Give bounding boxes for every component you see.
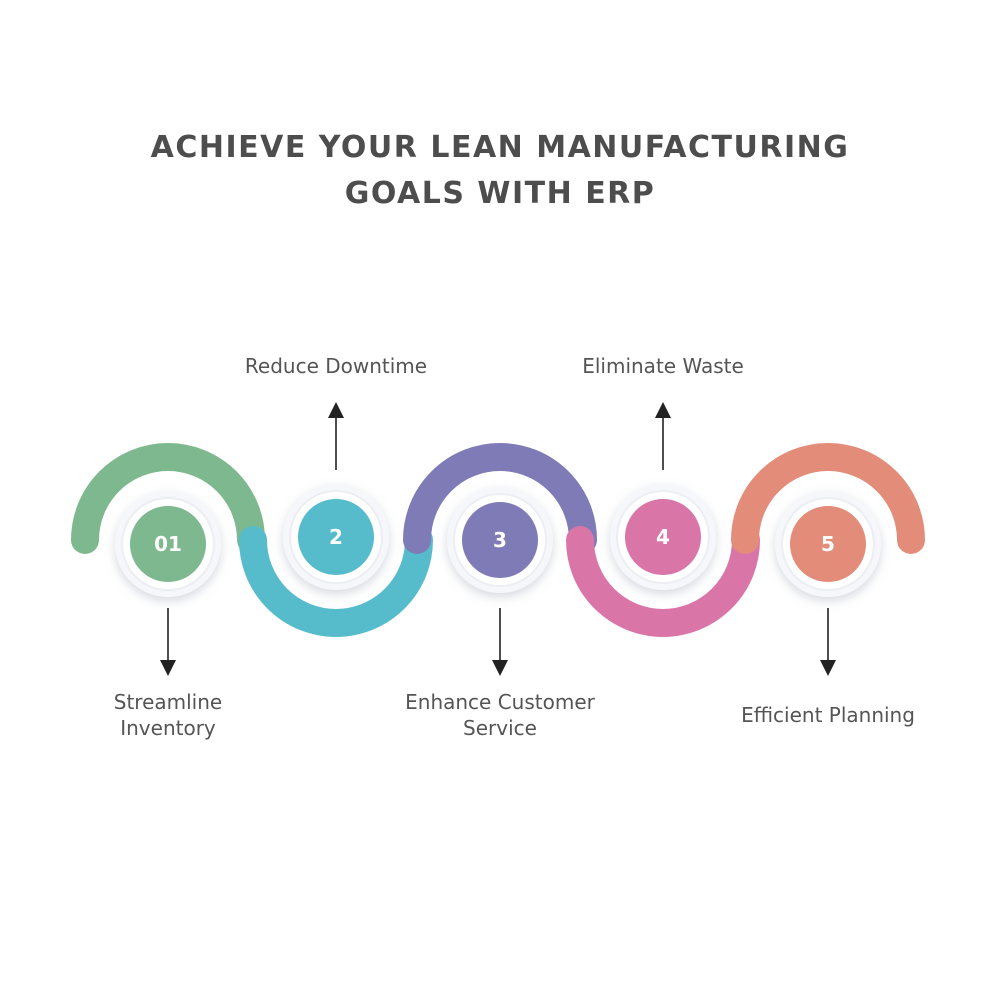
title-line-1: ACHIEVE YOUR LEAN MANUFACTURING	[150, 130, 850, 165]
title-line-2: GOALS WITH ERP	[344, 176, 656, 211]
step-1-label-line: Streamline	[113, 690, 223, 714]
step-2-number: 2	[329, 525, 343, 549]
step-3-number: 3	[493, 528, 507, 552]
step-5-number: 5	[821, 532, 835, 556]
step-3-label-line: Service	[463, 716, 537, 740]
step-4-label: Eliminate Waste	[543, 353, 783, 379]
step-4-arc	[566, 526, 760, 637]
step-2-label-line: Reduce Downtime	[244, 354, 428, 378]
step-4-label-line: Eliminate Waste	[582, 354, 744, 378]
step-3-label-line: Enhance Customer	[405, 690, 595, 714]
step-4-badge: 4	[610, 484, 716, 590]
step-1-arc	[71, 443, 265, 554]
step-4-number: 4	[656, 525, 670, 549]
step-1-label-line: Inventory	[120, 716, 216, 740]
step-1-number-circle	[130, 506, 206, 582]
step-2-arc	[239, 526, 433, 637]
step-5-label: Efficient Planning	[708, 702, 948, 728]
step-5-label-line: Efficient Planning	[741, 703, 915, 727]
step-4-number-circle	[625, 499, 701, 575]
step-5-number-circle	[790, 506, 866, 582]
step-2-badge: 2	[283, 484, 389, 590]
step-3-arc	[403, 443, 597, 554]
step-3-badge: 3	[447, 487, 553, 593]
step-2-number-circle	[298, 499, 374, 575]
step-3-number-circle	[462, 502, 538, 578]
step-5-badge: 5	[775, 491, 881, 597]
step-1-badge: 01	[115, 491, 221, 597]
step-5-arc	[731, 443, 925, 554]
step-1-number: 01	[154, 532, 182, 556]
step-2-label: Reduce Downtime	[216, 353, 456, 379]
